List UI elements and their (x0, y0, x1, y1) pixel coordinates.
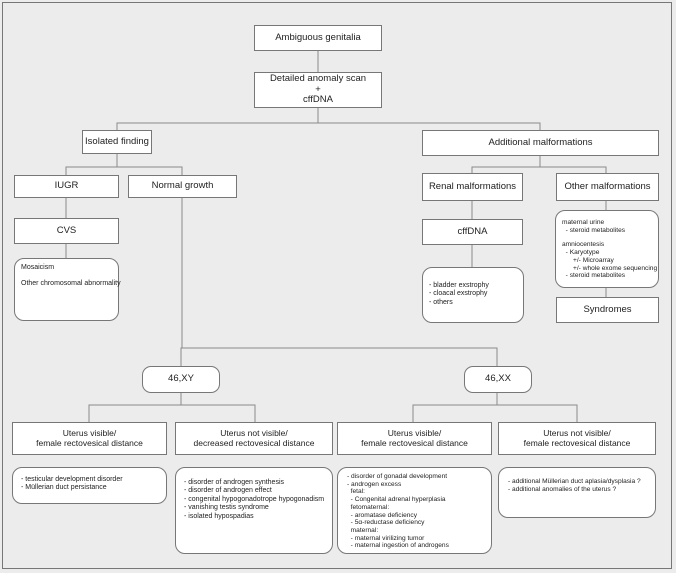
note-xy-uterus-visible-findings: - testicular development disorder - Müll… (12, 467, 167, 504)
connector (65, 153, 118, 175)
note-line: - additional Müllerian duct aplasia/dysp… (508, 478, 641, 485)
note-line: - bladder exstrophy (429, 282, 489, 289)
node-xx-uterus-visible: Uterus visible/ female rectovesical dist… (337, 422, 492, 455)
note-line: - isolated hypospadias (184, 512, 254, 520)
root-node-ambiguous-genitalia: Ambiguous genitalia (254, 25, 382, 51)
note-line: maternal urine (562, 219, 605, 226)
note-line: amniocentesis (562, 240, 605, 248)
node-label: Renal malformations (428, 180, 517, 192)
node-label-line: female rectovesical distance (523, 437, 631, 448)
node-label: Normal growth (151, 180, 214, 192)
note-line: maternal: (347, 526, 379, 534)
connector (471, 155, 541, 173)
node-label: Syndromes (583, 303, 632, 315)
note-line: - Karyotype (562, 248, 600, 256)
note-line: fetomaternal: (347, 503, 390, 511)
node-label-line: female rectovesical distance (361, 437, 468, 448)
node-isolated-finding: Isolated finding (82, 130, 152, 154)
node-label-line: cffDNA (303, 94, 333, 106)
node-label-line: Uterus visible/ (62, 427, 117, 438)
node-label-line: + (315, 83, 321, 95)
note-line: - cloacal exstrophy (429, 290, 488, 298)
node-label: CVS (56, 224, 77, 236)
note-line: Other chromosomal abnormality (21, 280, 121, 288)
node-syndromes: Syndromes (556, 297, 659, 323)
connector (182, 347, 498, 366)
connector (181, 404, 256, 422)
note-line: - Müllerian duct persistance (21, 484, 107, 492)
connector (180, 347, 182, 366)
node-label: Ambiguous genitalia (275, 31, 361, 43)
note-line: Mosaicism (21, 264, 55, 271)
node-label-line: Detailed anomaly scan (269, 72, 367, 84)
connector (117, 166, 183, 175)
connector (412, 392, 498, 422)
note-line: fetal: (347, 488, 365, 496)
node-iugr: IUGR (14, 175, 119, 198)
connector (540, 166, 607, 173)
node-46xy: 46,XY (142, 366, 220, 393)
node-46xx: 46,XX (464, 366, 532, 393)
node-label-line: Uterus not visible/ (220, 427, 288, 438)
note-line: +/- whole exome sequencing (562, 264, 658, 272)
note-line: - disorder of androgen effect (184, 487, 272, 495)
note-line: - maternal ingestion of androgens (347, 542, 449, 550)
node-label: 46,XX (485, 373, 511, 385)
node-renal-malformations: Renal malformations (422, 173, 523, 201)
connector (318, 122, 541, 130)
node-label: IUGR (54, 180, 79, 192)
note-line: - congenital hypogonadotrope hypogonadis… (184, 495, 325, 503)
node-label: cffDNA (457, 225, 488, 237)
note-other-malformation-workup: maternal urine - steroid metabolites amn… (555, 210, 659, 288)
node-other-malformations: Other malformations (556, 173, 659, 201)
node-label: Isolated finding (85, 135, 149, 147)
note-xx-uterus-visible-findings: - disorder of gonadal development - andr… (337, 467, 492, 554)
note-line: - androgen excess (347, 480, 402, 488)
node-label: 46,XY (168, 373, 194, 385)
node-cvs: CVS (14, 218, 119, 244)
note-line: - additional anomalies of the uterus ? (508, 485, 617, 493)
note-line: - 5α-reductase deficiency (347, 519, 425, 527)
connector (116, 107, 319, 130)
node-label: Additional malformations (488, 136, 593, 148)
note-xy-uterus-not-visible-findings: - disorder of androgen synthesis - disor… (175, 467, 333, 554)
note-line: - vanishing testis syndrome (184, 504, 269, 512)
note-line: - aromatase deficiency (347, 511, 417, 519)
node-label-line: female rectovesical distance (36, 437, 143, 448)
note-line: - steroid metabolites (562, 226, 626, 234)
note-line: - maternal virilizing tumor (347, 534, 425, 542)
node-label-line: decreased rectovesical distance (193, 437, 315, 448)
node-xx-uterus-not-visible: Uterus not visible/ female rectovesical … (498, 422, 656, 455)
note-line: +/- Microarray (562, 256, 614, 264)
node-label-line: Uterus visible/ (387, 427, 442, 438)
note-xx-uterus-not-visible-findings: - additional Müllerian duct aplasia/dysp… (498, 467, 656, 518)
node-xy-uterus-not-visible: Uterus not visible/ decreased rectovesic… (175, 422, 333, 455)
note-cvs-findings: Mosaicism Other chromosomal abnormality (14, 258, 121, 321)
note-line: - disorder of gonadal development (347, 473, 448, 480)
note-renal-findings: - bladder exstrophy - cloacal exstrophy … (422, 267, 524, 323)
note-line: - disorder of androgen synthesis (184, 479, 284, 486)
node-normal-growth: Normal growth (128, 175, 237, 198)
node-xy-uterus-visible: Uterus visible/ female rectovesical dist… (12, 422, 167, 455)
note-line: - others (429, 298, 453, 306)
note-line: - testicular development disorder (21, 476, 123, 483)
note-line: - steroid metabolites (562, 272, 626, 280)
connector (88, 392, 182, 422)
connector (497, 404, 578, 422)
node-cffdna-renal: cffDNA (422, 219, 523, 245)
node-additional-malformations: Additional malformations (422, 130, 659, 156)
node-label: Other malformations (564, 180, 651, 192)
note-line: - Congenital adrenal hyperplasia (347, 496, 446, 504)
node-label-line: Uterus not visible/ (543, 427, 611, 438)
node-detailed-anomaly-scan: Detailed anomaly scan + cffDNA (254, 72, 382, 108)
